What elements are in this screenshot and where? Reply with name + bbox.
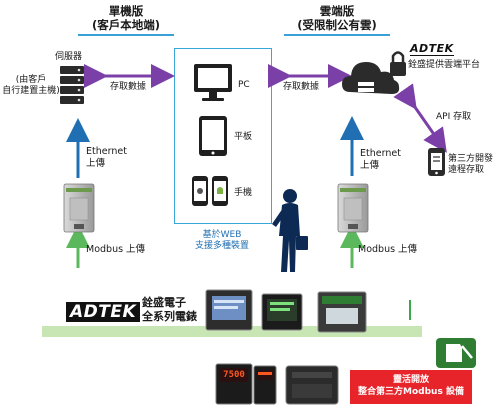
open-integration-box: 靈活開放 整合第三方Modbus 設備 bbox=[350, 370, 472, 404]
left-ethernet-line2: 上傳 bbox=[86, 158, 106, 169]
meter-readout: 7500 bbox=[223, 370, 245, 380]
left-ethernet-label: Ethernet 上傳 bbox=[86, 146, 127, 170]
power-meter-3 bbox=[317, 291, 367, 333]
cloud-title-line1: 雲端版 bbox=[319, 4, 355, 18]
phone-label: 手機 bbox=[234, 188, 253, 198]
pc-label: PC bbox=[238, 80, 250, 90]
right-ethernet-label: Ethernet 上傳 bbox=[360, 148, 401, 172]
red-box-line1: 靈活開放 bbox=[392, 375, 429, 385]
thirdparty-phone-icon bbox=[428, 148, 445, 176]
ground-bar bbox=[42, 326, 422, 337]
left-gateway-device bbox=[63, 183, 95, 233]
web-caption-line2: 支援多種裝置 bbox=[194, 241, 249, 251]
client-note-line1: (由客戶 bbox=[15, 75, 47, 85]
api-arrow bbox=[393, 83, 447, 153]
phone-icon bbox=[192, 176, 228, 206]
adtek-logo-bottom: ADTEK bbox=[66, 302, 141, 322]
server-label: 伺服器 bbox=[55, 52, 83, 62]
web-caption-line1: 基於WEB bbox=[202, 230, 242, 240]
open-integration-badge-icon bbox=[436, 338, 476, 368]
tablet-label: 平板 bbox=[234, 132, 253, 142]
right-gateway-device bbox=[337, 183, 369, 233]
tablet-icon bbox=[199, 116, 227, 156]
cloud-platform-label: 銓盛提供雲端平台 bbox=[408, 60, 481, 70]
right-ethernet-line1: Ethernet bbox=[360, 148, 401, 159]
thirdparty-label: 第三方開發 遠程存取 bbox=[448, 154, 493, 176]
brand-line2: 全系列電錶 bbox=[142, 310, 197, 323]
cloud-lock-icon bbox=[342, 51, 406, 94]
left-modbus-label: Modbus 上傳 bbox=[86, 244, 146, 255]
cloud-title-line2: (受限制公有雲) bbox=[284, 18, 390, 36]
adtek-logo-top: ADTEK bbox=[410, 42, 454, 56]
pc-icon bbox=[194, 64, 232, 101]
client-note-line2: 自行建置主機) bbox=[2, 86, 60, 96]
power-meter-2 bbox=[261, 293, 303, 331]
web-support-caption: 基於WEB 支援多種裝置 bbox=[176, 230, 268, 252]
red-box-line2: 整合第三方Modbus 設備 bbox=[358, 387, 464, 397]
standalone-title: 單機版 (客戶本地端) bbox=[78, 4, 174, 36]
thirdparty-line1: 第三方開發 bbox=[448, 154, 494, 164]
thirdparty-line2: 遠程存取 bbox=[448, 165, 485, 175]
brand-caption: 銓盛電子 全系列電錶 bbox=[142, 296, 197, 324]
server-icon bbox=[60, 66, 84, 104]
brand-line1: 銓盛電子 bbox=[142, 296, 186, 309]
left-access-label: 存取數據 bbox=[110, 82, 147, 92]
client-note: (由客戶 自行建置主機) bbox=[2, 75, 60, 97]
standalone-title-line1: 單機版 bbox=[108, 4, 144, 18]
panel-meter-1 bbox=[215, 363, 253, 405]
left-ethernet-line1: Ethernet bbox=[86, 146, 127, 157]
right-modbus-label: Modbus 上傳 bbox=[358, 244, 418, 255]
power-meter-1 bbox=[205, 289, 253, 331]
plc-module bbox=[285, 365, 339, 405]
standalone-title-line2: (客戶本地端) bbox=[78, 18, 174, 36]
api-label: API 存取 bbox=[436, 112, 472, 122]
panel-meter-2 bbox=[253, 365, 277, 405]
businessman-silhouette bbox=[272, 189, 308, 272]
right-ethernet-line2: 上傳 bbox=[360, 160, 380, 171]
right-access-label: 存取數據 bbox=[283, 82, 320, 92]
cloud-title: 雲端版 (受限制公有雲) bbox=[284, 4, 390, 36]
